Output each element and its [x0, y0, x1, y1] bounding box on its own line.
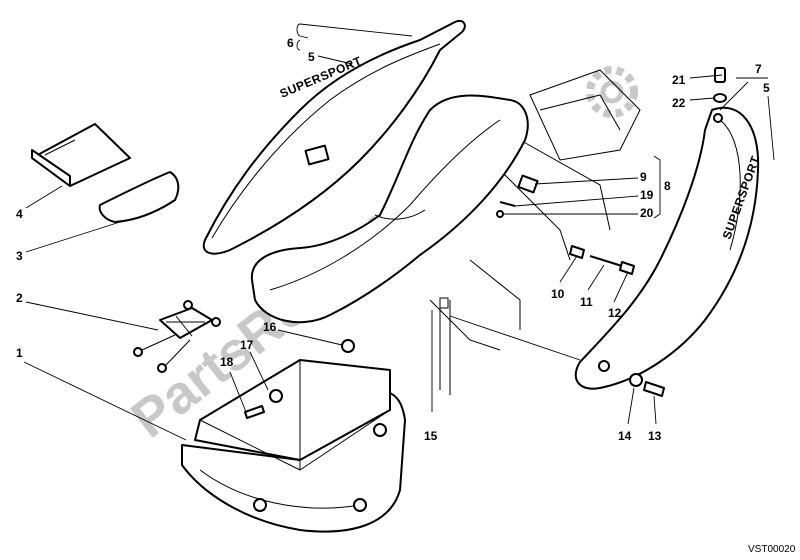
callout-9: 9 [640, 170, 647, 184]
callout-16: 16 [263, 320, 277, 334]
callout-19: 19 [640, 188, 654, 202]
callouts: 6 5 4 3 2 1 16 17 18 15 21 22 7 5 9 8 19… [16, 36, 770, 443]
callout-7: 7 [755, 62, 762, 76]
callout-17: 17 [240, 338, 254, 352]
callout-5-left: 5 [308, 50, 315, 64]
callout-2: 2 [16, 291, 23, 305]
watermark-gear-icon [586, 66, 638, 118]
undertray [181, 359, 406, 533]
callout-22: 22 [672, 96, 686, 110]
callout-13: 13 [648, 429, 662, 443]
seat [250, 94, 529, 324]
fasteners-left [244, 339, 355, 419]
callout-4: 4 [16, 207, 23, 221]
rear-subframe [429, 69, 641, 395]
callout-21: 21 [672, 73, 686, 87]
mounting-bracket [133, 300, 221, 373]
callout-3: 3 [16, 249, 23, 263]
callout-8: 8 [664, 179, 671, 193]
left-side-panel [202, 20, 466, 255]
callout-6: 6 [287, 36, 294, 50]
callout-10: 10 [551, 287, 565, 301]
callout-18: 18 [220, 355, 234, 369]
pad-box [31, 123, 131, 187]
diagram-code: VST00020 [748, 544, 796, 555]
callout-5-right: 5 [763, 81, 770, 95]
callout-12: 12 [608, 306, 622, 320]
callout-20: 20 [640, 206, 654, 220]
callout-15: 15 [424, 429, 438, 443]
callout-1: 1 [16, 346, 23, 360]
leader-lines [23, 23, 775, 441]
callout-11: 11 [580, 295, 593, 309]
callout-14: 14 [618, 429, 632, 443]
right-side-panel [574, 106, 760, 390]
seat-pad [98, 171, 180, 223]
